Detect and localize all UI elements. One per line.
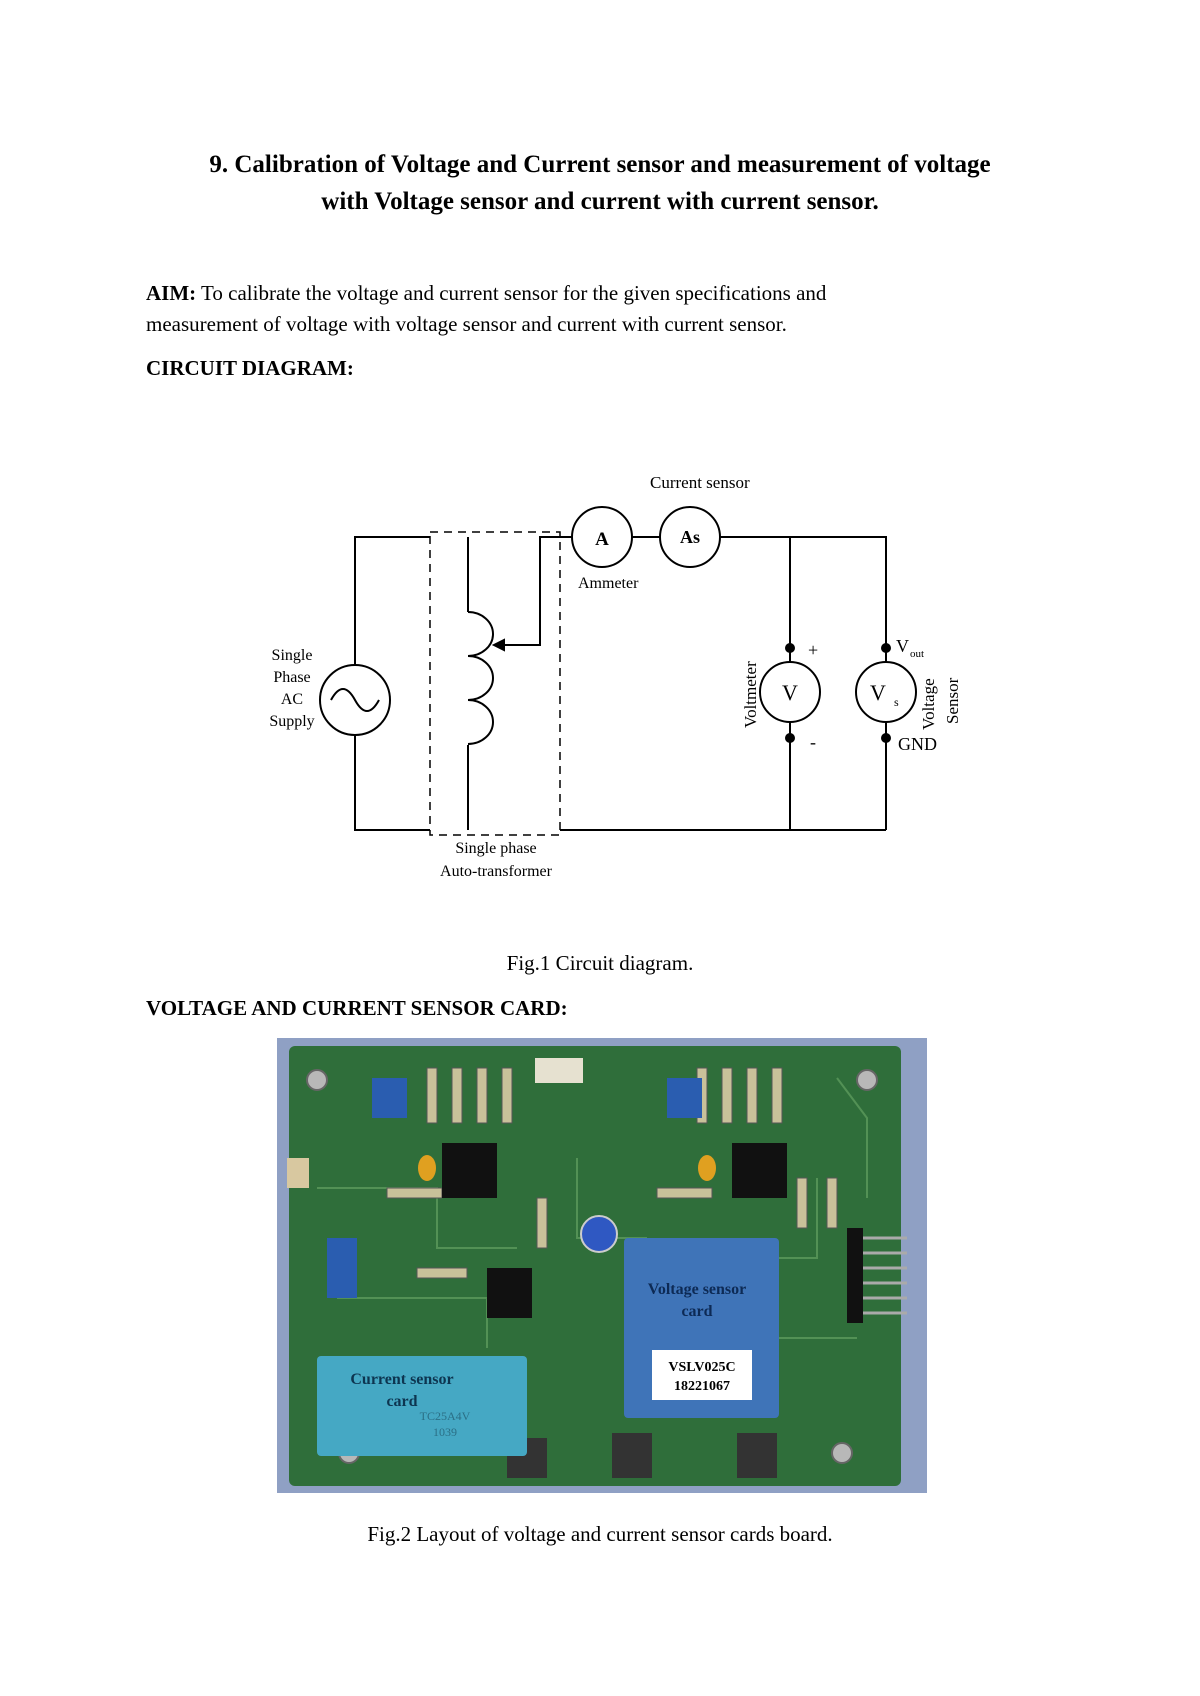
supply-label-2: Phase xyxy=(273,669,310,686)
supply-label-1: Single xyxy=(272,647,313,664)
resistor xyxy=(386,1187,443,1199)
pcb-trace xyxy=(576,1158,647,1239)
trimmer-pot xyxy=(327,1238,357,1298)
ammeter-circle xyxy=(571,506,633,568)
vout-subscript: out xyxy=(910,648,924,660)
sensor-vout-node xyxy=(881,643,891,653)
ic-chip xyxy=(732,1143,787,1198)
circuit-diagram: Current sensor A As Ammeter Single Phase… xyxy=(269,473,962,880)
capacitor xyxy=(580,1215,618,1253)
ac-sine xyxy=(330,688,380,712)
aim-text-1: To calibrate the voltage and current sen… xyxy=(196,281,827,305)
header-body xyxy=(847,1228,863,1323)
resistor xyxy=(501,1067,513,1124)
autotransformer-label-2: Auto-transformer xyxy=(440,863,553,880)
figure-1-caption: Fig.1 Circuit diagram. xyxy=(506,951,694,975)
resistor xyxy=(771,1067,783,1124)
voltage-sensor-symbol: V xyxy=(870,680,886,705)
resistor xyxy=(796,1177,808,1229)
ammeter-label: Ammeter xyxy=(578,575,639,592)
supply-wire xyxy=(354,536,430,673)
resistor xyxy=(426,1067,438,1124)
wiper-wire xyxy=(502,536,572,646)
current-sensor-symbol: As xyxy=(680,527,700,547)
trimmer-pot xyxy=(667,1078,702,1118)
aim-text-2: measurement of voltage with voltage sens… xyxy=(146,312,787,336)
minus-sign: - xyxy=(810,732,816,752)
sensor-card-heading: VOLTAGE AND CURRENT SENSOR CARD: xyxy=(146,996,568,1020)
voltage-sensor-part-1: VSLV025C xyxy=(668,1360,735,1375)
trimmer-pot xyxy=(372,1078,407,1118)
resistor xyxy=(451,1067,463,1124)
voltage-sensor-part-2: 18221067 xyxy=(674,1379,730,1394)
aim-paragraph: AIM: To calibrate the voltage and curren… xyxy=(146,278,1046,340)
sensor-gnd-node xyxy=(881,733,891,743)
mounting-screw xyxy=(831,1442,853,1464)
circuit-diagram-heading: CIRCUIT DIAGRAM: xyxy=(146,356,354,380)
transformer-coil xyxy=(467,611,494,745)
plus-sign: + xyxy=(808,640,818,660)
regulator xyxy=(612,1433,652,1478)
autotransformer-label-1: Single phase xyxy=(455,840,536,857)
voltage-sensor-label-1: Voltage xyxy=(919,678,938,730)
current-sensor-caption-2: card xyxy=(386,1393,417,1410)
current-sensor-caption-1: Current sensor xyxy=(350,1371,453,1388)
voltage-sensor-caption-1: Voltage sensor xyxy=(648,1281,747,1298)
current-sensor-circle xyxy=(659,506,721,568)
ic-chip xyxy=(442,1143,497,1198)
figure-2-caption: Fig.2 Layout of voltage and current sens… xyxy=(367,1522,833,1546)
title-line-1: 9. Calibration of Voltage and Current se… xyxy=(209,151,991,178)
wiper-arrow xyxy=(491,638,505,652)
gnd-label: GND xyxy=(898,734,937,754)
autotransformer-box xyxy=(429,531,561,836)
supply-wire-bottom xyxy=(354,727,430,831)
capacitor xyxy=(698,1155,716,1181)
capacitor xyxy=(418,1155,436,1181)
mounting-screw xyxy=(306,1069,328,1091)
resistor xyxy=(416,1267,468,1279)
resistor xyxy=(476,1067,488,1124)
vout-label: V xyxy=(896,636,909,656)
pcb-trace xyxy=(836,1077,868,1198)
document-title: 9. Calibration of Voltage and Current se… xyxy=(120,146,1080,220)
resistor xyxy=(656,1187,713,1199)
supply-label-3: AC xyxy=(281,691,303,708)
resistor xyxy=(826,1177,838,1229)
connector-header xyxy=(535,1058,583,1083)
voltage-sensor-caption-2: card xyxy=(681,1303,712,1320)
voltmeter-plus-node xyxy=(785,643,795,653)
pcb-trace xyxy=(317,1187,517,1249)
voltmeter-symbol: V xyxy=(782,680,798,705)
ic-chip xyxy=(487,1268,532,1318)
voltmeter-label: Voltmeter xyxy=(741,661,760,728)
current-sensor-label: Current sensor xyxy=(650,473,750,492)
current-sensor-part-2: 1039 xyxy=(433,1425,457,1439)
current-sensor-module xyxy=(317,1356,527,1456)
voltmeter-minus-node xyxy=(785,733,795,743)
resistor xyxy=(746,1067,758,1124)
resistor xyxy=(536,1197,548,1249)
mounting-screw xyxy=(856,1069,878,1091)
sensor-board-photo: Voltage sensor card VSLV025C 18221067 Cu… xyxy=(277,1038,927,1493)
top-wire xyxy=(720,536,887,830)
voltage-sensor-sticker xyxy=(652,1350,752,1400)
supply-label-4: Supply xyxy=(269,713,314,730)
resistor xyxy=(721,1067,733,1124)
regulator xyxy=(737,1433,777,1478)
voltage-sensor-label-2: Sensor xyxy=(943,677,962,724)
title-line-2: with Voltage sensor and current with cur… xyxy=(321,188,879,215)
connector-side xyxy=(287,1158,309,1188)
voltage-sensor-circle xyxy=(855,661,917,723)
aim-label: AIM: xyxy=(146,281,197,305)
current-sensor-part-1: TC25A4V xyxy=(420,1409,471,1423)
voltage-sensor-subscript: s xyxy=(894,695,899,709)
voltmeter-circle xyxy=(759,661,821,723)
ammeter-symbol: A xyxy=(595,529,609,550)
